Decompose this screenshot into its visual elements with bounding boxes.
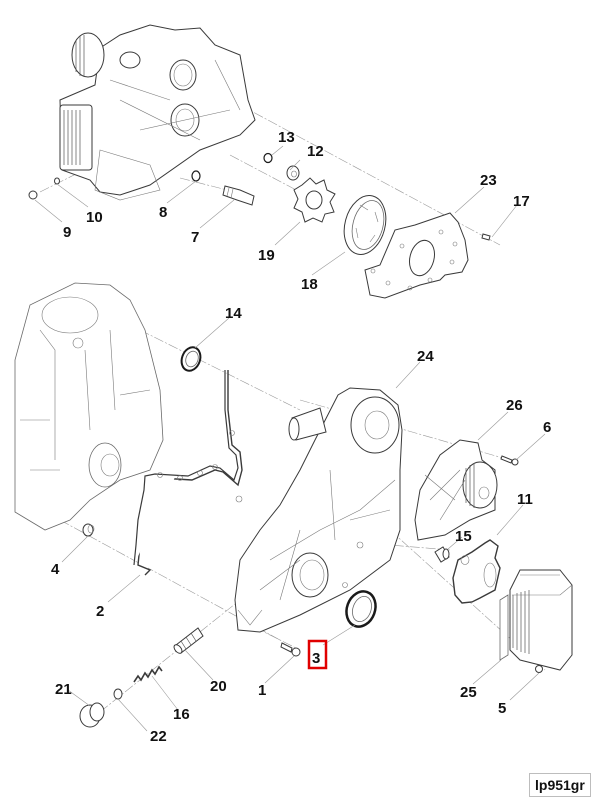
part-16-spring[interactable]	[133, 665, 163, 683]
callout-8[interactable]: 8	[159, 204, 167, 221]
callout-4[interactable]: 4	[51, 561, 60, 578]
part-7-sensor[interactable]	[222, 185, 255, 206]
callout-20[interactable]: 20	[210, 678, 227, 695]
part-12-bushing[interactable]	[286, 165, 300, 181]
callout-3[interactable]: 3	[312, 650, 320, 667]
callout-16[interactable]: 16	[173, 706, 190, 723]
part-8-oring[interactable]	[191, 170, 201, 182]
callout-5[interactable]: 5	[498, 700, 506, 717]
part-13-oring[interactable]	[263, 152, 273, 164]
part-18-outer-rotor[interactable]	[338, 191, 392, 259]
leader-lines	[34, 145, 546, 732]
part-23-pump-cover[interactable]	[364, 212, 469, 299]
callout-19[interactable]: 19	[258, 247, 275, 264]
part-19-inner-rotor[interactable]	[293, 177, 336, 223]
oil-pump-housing[interactable]	[59, 24, 256, 201]
callout-11[interactable]: 11	[517, 491, 533, 508]
callout-18[interactable]: 18	[301, 276, 318, 293]
callout-3-highlight-box	[307, 639, 328, 670]
callout-9[interactable]: 9	[63, 224, 71, 241]
part-2-gasket[interactable]	[133, 370, 243, 576]
callout-6[interactable]: 6	[543, 419, 551, 436]
part-1-bolt[interactable]	[280, 642, 301, 657]
part-21-plug[interactable]	[79, 702, 105, 728]
callout-15[interactable]: 15	[455, 528, 472, 545]
reference-code-label: lp951gr	[529, 773, 591, 797]
part-20-piston[interactable]	[172, 627, 204, 655]
cylinder-block	[14, 282, 164, 531]
callout-25[interactable]: 25	[460, 684, 477, 701]
callout-14[interactable]: 14	[225, 305, 242, 322]
callout-1[interactable]: 1	[258, 682, 266, 699]
part-3-crankshaft-seal[interactable]	[342, 587, 381, 630]
part-10-washer[interactable]	[54, 177, 60, 185]
callout-labels: 1 2 3 4 5 6 7 8 9 10 11 12 13 14 15 16 1…	[51, 129, 551, 745]
part-5-bolt[interactable]	[535, 665, 543, 673]
part-22-sealing-ring[interactable]	[113, 688, 123, 700]
part-17-screw[interactable]	[481, 233, 491, 241]
part-4-dowel[interactable]	[82, 523, 95, 537]
callout-26[interactable]: 26	[506, 397, 523, 414]
part-25-oil-cooler[interactable]	[499, 569, 573, 671]
callout-23[interactable]: 23	[480, 172, 497, 189]
callout-24[interactable]: 24	[417, 348, 434, 365]
part-24-front-cover[interactable]	[234, 387, 403, 633]
callout-13[interactable]: 13	[278, 129, 295, 146]
callout-2[interactable]: 2	[96, 603, 104, 620]
part-11-oil-cooler-gasket[interactable]	[452, 539, 501, 604]
part-6-bolt[interactable]	[500, 455, 519, 466]
callout-22[interactable]: 22	[150, 728, 167, 745]
part-26-water-pump[interactable]	[414, 439, 498, 541]
part-15-sleeve[interactable]	[434, 546, 450, 563]
callout-21[interactable]: 21	[55, 681, 72, 698]
part-14-oil-seal[interactable]	[178, 345, 203, 374]
callout-10[interactable]: 10	[86, 209, 103, 226]
callout-12[interactable]: 12	[307, 143, 324, 160]
part-9-plug[interactable]	[28, 190, 38, 200]
callout-17[interactable]: 17	[513, 193, 530, 210]
callout-7[interactable]: 7	[191, 229, 199, 246]
